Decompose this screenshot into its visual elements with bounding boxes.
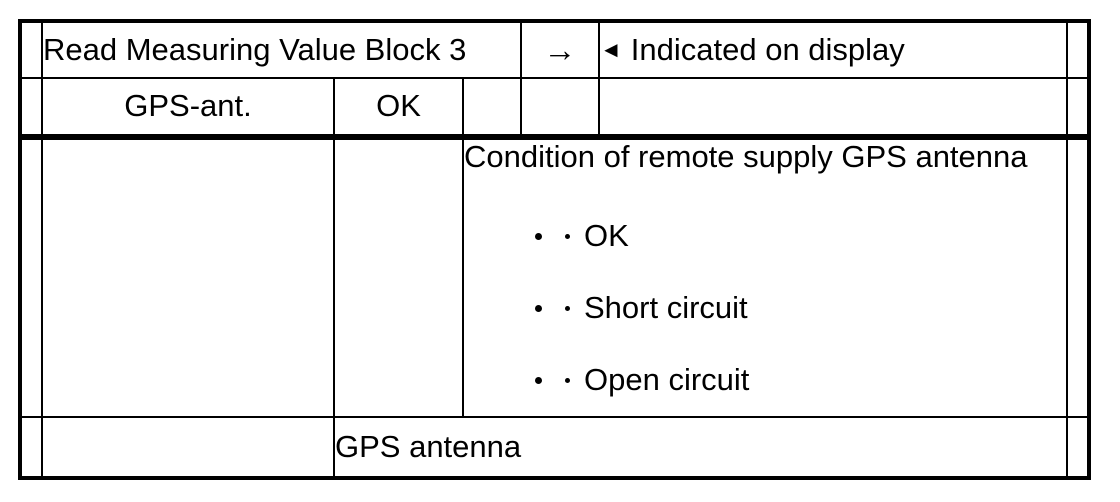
right-margin-cell bbox=[1066, 135, 1090, 418]
channel-value-cell: OK bbox=[333, 77, 464, 140]
block-title-cell: Read Measuring Value Block 3 bbox=[41, 19, 522, 80]
footer-label: GPS antenna bbox=[335, 428, 522, 464]
left-margin-cell bbox=[19, 19, 43, 80]
condition-heading: Condition of remote supply GPS antenna bbox=[464, 138, 1028, 174]
empty-cell bbox=[41, 135, 335, 418]
empty-cell bbox=[598, 77, 1068, 140]
left-margin-cell bbox=[19, 135, 43, 418]
empty-cell bbox=[41, 415, 335, 480]
bullet-large-icon bbox=[535, 233, 542, 240]
channel-value: OK bbox=[376, 88, 421, 124]
condition-item-label: OK bbox=[584, 218, 629, 254]
value-row: GPS-ant. OK bbox=[19, 77, 1090, 140]
channel-name: GPS-ant. bbox=[124, 88, 252, 124]
arrow-cell: → bbox=[520, 19, 600, 80]
header-row: Read Measuring Value Block 3 → ◄ Indicate… bbox=[19, 19, 1090, 80]
channel-name-cell: GPS-ant. bbox=[41, 77, 335, 140]
left-pointer-icon: ◄ bbox=[600, 37, 622, 63]
block-title: Read Measuring Value Block 3 bbox=[43, 32, 467, 68]
bullet-small-icon bbox=[565, 306, 570, 311]
condition-item-label: Short circuit bbox=[584, 290, 748, 326]
bullet-small-icon bbox=[565, 378, 570, 383]
bullet-large-icon bbox=[535, 377, 542, 384]
bullet-small-icon bbox=[565, 234, 570, 239]
right-arrow-icon: → bbox=[543, 30, 577, 68]
bullet-large-icon bbox=[535, 305, 542, 312]
display-note-cell: ◄ Indicated on display bbox=[598, 19, 1068, 80]
left-margin-cell bbox=[19, 415, 43, 480]
condition-detail-cell: Condition of remote supply GPS antenna O… bbox=[462, 135, 1068, 418]
condition-item-label: Open circuit bbox=[584, 362, 750, 398]
right-margin-cell bbox=[1066, 77, 1090, 140]
right-margin-cell bbox=[1066, 415, 1090, 480]
empty-cell bbox=[462, 77, 522, 140]
right-margin-cell bbox=[1066, 19, 1090, 80]
condition-item: Short circuit bbox=[535, 290, 1065, 326]
condition-item: Open circuit bbox=[535, 362, 1065, 398]
empty-cell bbox=[333, 135, 464, 418]
condition-item: OK bbox=[535, 218, 1065, 254]
measuring-value-block-table: Read Measuring Value Block 3 → ◄ Indicate… bbox=[18, 19, 1091, 480]
left-margin-cell bbox=[19, 77, 43, 140]
detail-row: Condition of remote supply GPS antenna O… bbox=[19, 135, 1090, 418]
display-note-label: Indicated on display bbox=[630, 32, 905, 68]
footer-row: GPS antenna bbox=[19, 415, 1090, 480]
footer-label-cell: GPS antenna bbox=[333, 415, 1068, 480]
empty-cell bbox=[520, 77, 600, 140]
